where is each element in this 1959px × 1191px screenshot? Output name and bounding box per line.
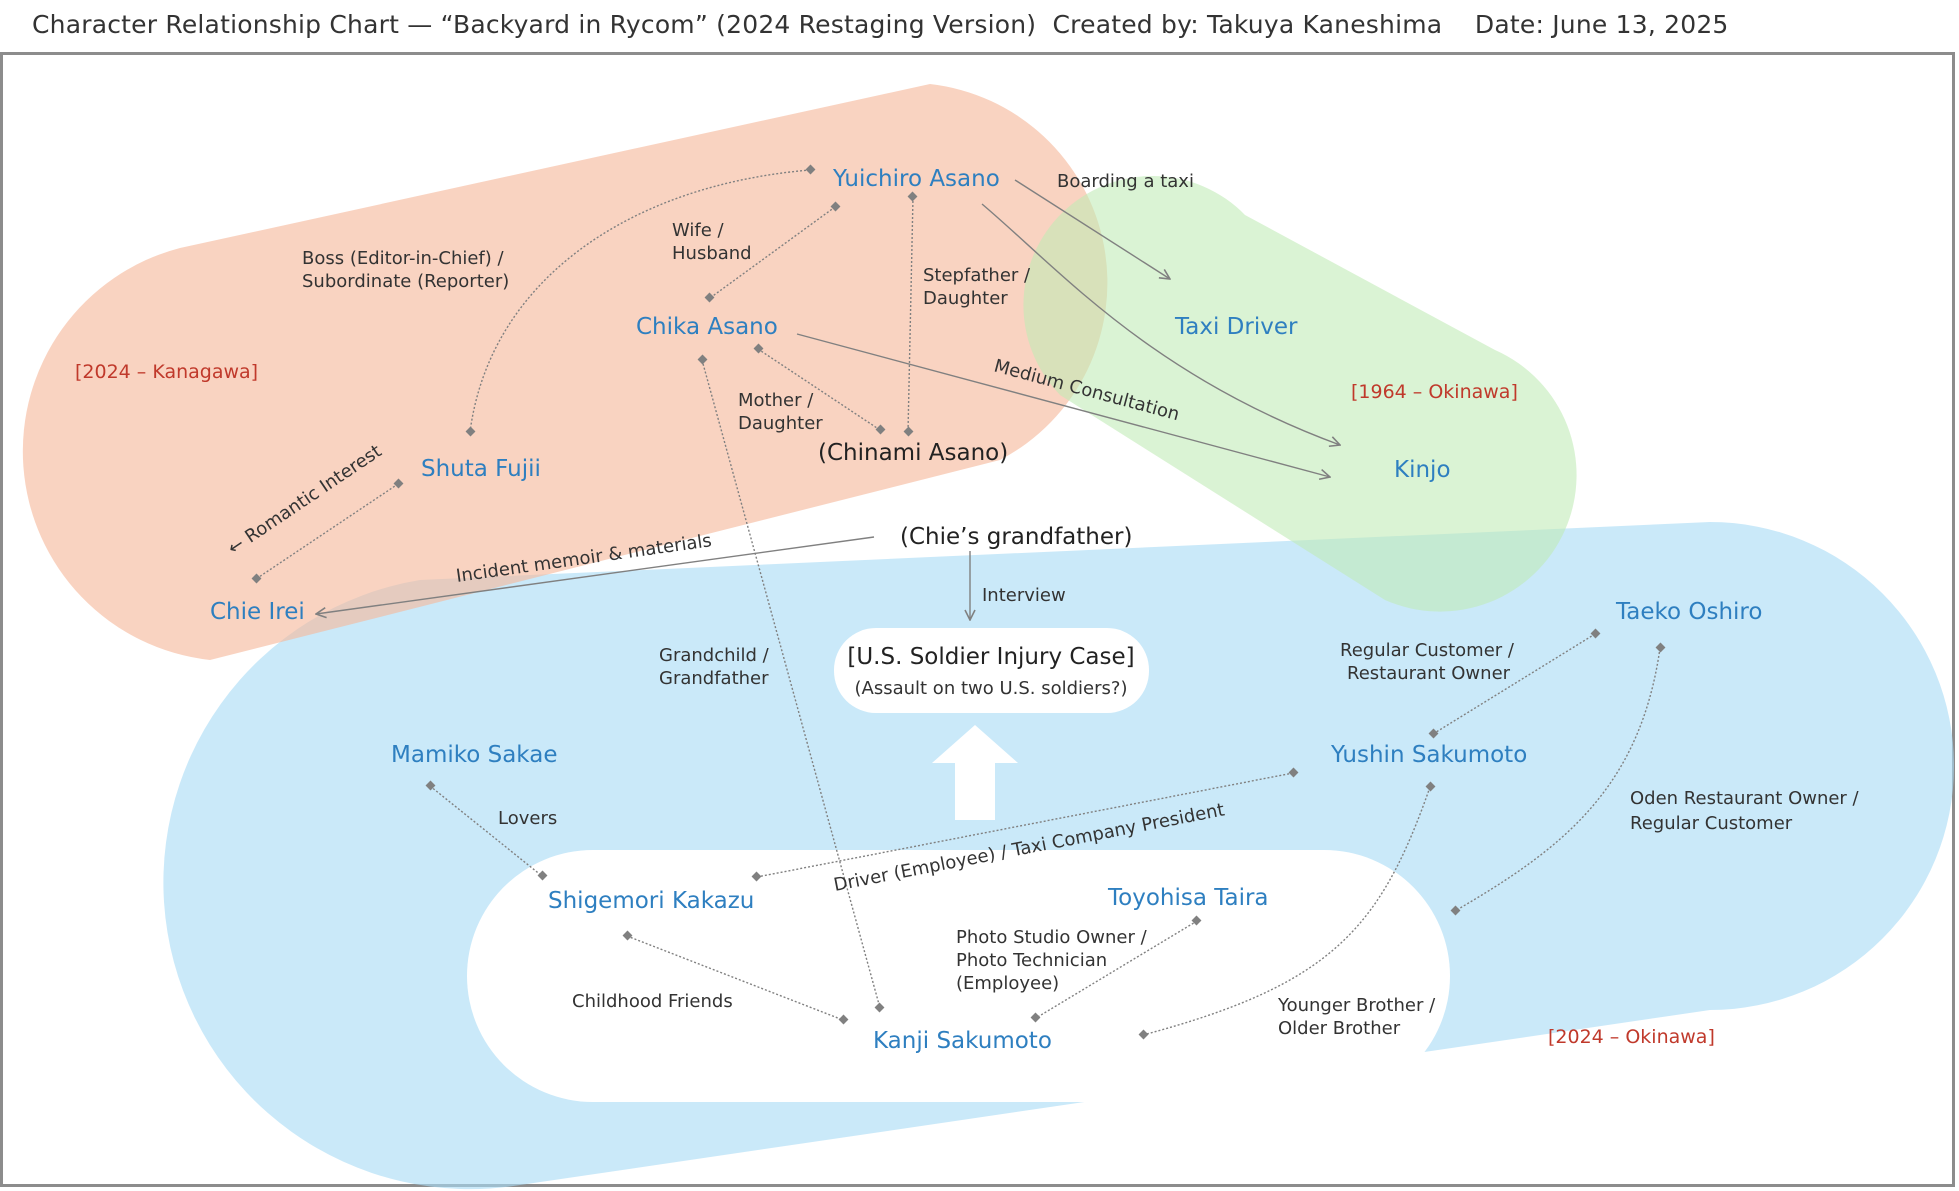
endpoint-marker <box>1191 915 1202 926</box>
endpoint-marker <box>1288 767 1299 778</box>
endpoint-marker <box>465 426 476 437</box>
endpoint-marker <box>805 164 816 175</box>
person-shigemori-kakazu: Shigemori Kakazu <box>548 888 754 914</box>
endpoint-marker <box>1425 781 1436 792</box>
relation-stepfather-line1: Stepfather / <box>923 265 1031 286</box>
endpoint-marker <box>1030 1012 1041 1023</box>
region-okinawa-1964-shape <box>1023 175 1577 612</box>
relation-wife-line2: Husband <box>672 243 752 264</box>
relation-childhood-friends: Childhood Friends <box>572 991 733 1012</box>
person-taxi-driver: Taxi Driver <box>1174 314 1298 340</box>
endpoint-marker <box>1590 628 1601 639</box>
person-toyohisa-taira: Toyohisa Taira <box>1107 885 1269 911</box>
endpoint-marker <box>875 424 886 435</box>
endpoint-marker <box>753 343 764 354</box>
person-kinjo: Kinjo <box>1394 457 1451 483</box>
relation-mother-line2: Daughter <box>738 413 823 434</box>
endpoint-marker <box>697 354 708 365</box>
diagram-frame <box>0 52 1955 1187</box>
line-boss <box>469 169 811 433</box>
arrow-memoir <box>316 536 875 614</box>
region-kanagawa-shape <box>22 84 1108 660</box>
relation-boss-line1: Boss (Editor-in-Chief) / <box>302 248 505 269</box>
endpoint-marker <box>1138 1029 1149 1040</box>
line-grandchild <box>701 359 881 1009</box>
created-by: Created by: Takuya Kaneshima <box>1052 10 1443 39</box>
line-brother <box>1142 786 1431 1036</box>
person-chies-grandfather: (Chie’s grandfather) <box>900 524 1132 550</box>
region-label-kanagawa: [2024 – Kanagawa] <box>75 361 258 383</box>
relation-brother-line1: Younger Brother / <box>1277 995 1436 1016</box>
relation-wife-line1: Wife / <box>672 220 725 241</box>
relation-regular-line1: Regular Customer / <box>1340 640 1515 661</box>
person-mamiko-sakae: Mamiko Sakae <box>391 742 557 768</box>
endpoint-marker <box>704 292 715 303</box>
arrow-kinjo <box>981 203 1340 445</box>
case-box <box>834 628 1149 713</box>
line-stepfather <box>907 196 914 433</box>
relation-stepfather-line2: Daughter <box>923 288 1008 309</box>
endpoint-marker <box>393 478 404 489</box>
line-romantic <box>255 483 399 580</box>
relation-boarding-taxi: Boarding a taxi <box>1057 171 1194 192</box>
endpoint-marker <box>751 871 762 882</box>
relation-photo-line1: Photo Studio Owner / <box>956 927 1148 948</box>
region-label-okinawa-1964: [1964 – Okinawa] <box>1351 381 1518 403</box>
endpoint-marker <box>903 426 914 437</box>
case-title: [U.S. Soldier Injury Case] <box>847 644 1134 670</box>
block-arrow-icon <box>932 725 1018 820</box>
arrow-taxi <box>1014 179 1170 279</box>
person-yuichiro-asano: Yuichiro Asano <box>832 166 1000 192</box>
line-mother <box>757 348 881 431</box>
person-yushin-sakumoto: Yushin Sakumoto <box>1330 742 1527 768</box>
line-oden <box>1454 647 1661 912</box>
relation-regular-line2: Restaurant Owner <box>1347 663 1511 684</box>
person-taeko-oshiro: Taeko Oshiro <box>1615 599 1762 625</box>
line-driver <box>756 772 1294 878</box>
relation-interview: Interview <box>982 585 1066 606</box>
endpoint-marker <box>537 870 548 881</box>
endpoint-marker <box>622 930 633 941</box>
endpoint-marker <box>838 1014 849 1025</box>
region-label-okinawa-2024: [2024 – Okinawa] <box>1548 1026 1715 1048</box>
person-shuta-fujii: Shuta Fujii <box>421 456 541 482</box>
page-title: Character Relationship Chart — “Backyard… <box>32 10 1729 39</box>
endpoint-marker <box>1428 728 1439 739</box>
relation-oden-line1: Oden Restaurant Owner / <box>1630 788 1860 809</box>
arrow-medium <box>796 333 1330 477</box>
inner-group-shape <box>467 850 1450 1102</box>
relation-mother-line1: Mother / <box>738 390 814 411</box>
relation-grandchild-line2: Grandfather <box>659 668 769 689</box>
endpoint-marker <box>907 191 918 202</box>
relation-photo-line3: (Employee) <box>956 973 1059 994</box>
relation-oden-line2: Regular Customer <box>1630 813 1793 834</box>
relation-grandchild-line1: Grandchild / <box>659 645 770 666</box>
endpoint-marker <box>830 201 841 212</box>
relation-brother-line2: Older Brother <box>1278 1018 1401 1039</box>
endpoint-marker <box>425 780 436 791</box>
person-chinami-asano: (Chinami Asano) <box>818 440 1008 466</box>
endpoint-marker <box>1450 905 1461 916</box>
relation-lovers: Lovers <box>498 808 557 829</box>
person-kanji-sakumoto: Kanji Sakumoto <box>873 1028 1052 1054</box>
endpoint-marker <box>251 573 262 584</box>
endpoint-marker <box>874 1002 885 1013</box>
relation-photo-line2: Photo Technician <box>956 950 1107 971</box>
endpoint-marker <box>1655 642 1666 653</box>
date: Date: June 13, 2025 <box>1474 10 1729 39</box>
title-text: Character Relationship Chart — “Backyard… <box>32 10 1037 39</box>
person-chie-irei: Chie Irei <box>210 599 305 625</box>
line-childhood <box>626 935 844 1021</box>
relation-boss-line2: Subordinate (Reporter) <box>302 271 509 292</box>
person-chika-asano: Chika Asano <box>636 314 778 340</box>
line-wife <box>709 206 836 299</box>
case-subtitle: (Assault on two U.S. soldiers?) <box>855 678 1128 699</box>
line-photo <box>1035 920 1198 1019</box>
